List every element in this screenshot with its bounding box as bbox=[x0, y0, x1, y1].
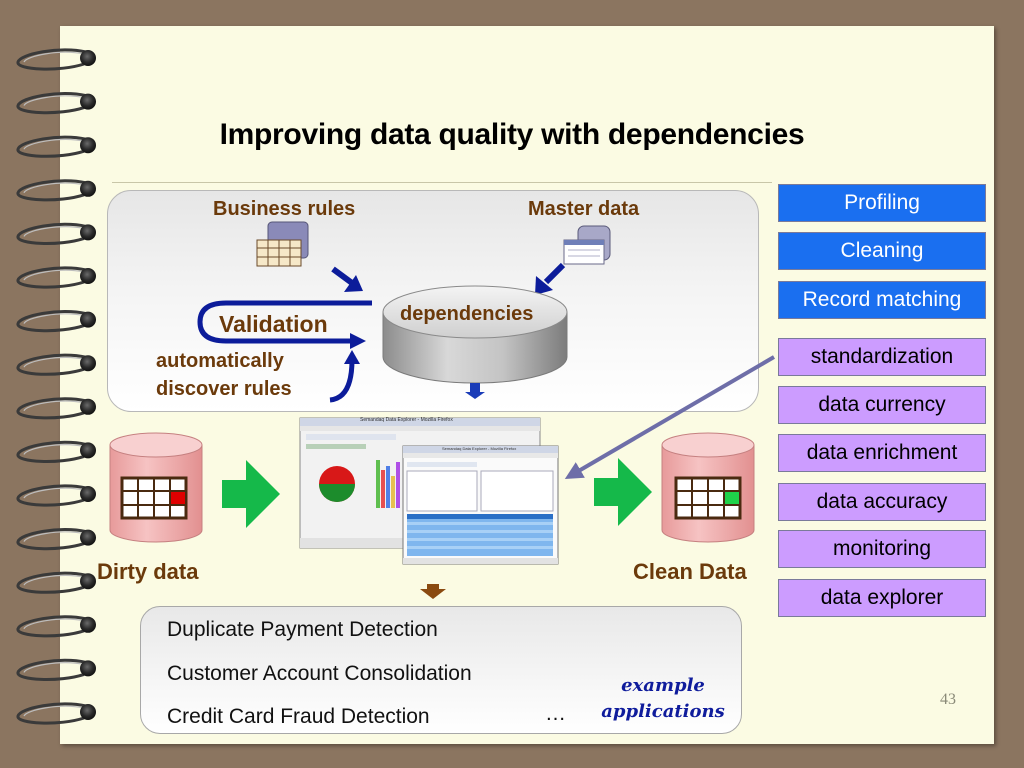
binding-ring bbox=[16, 571, 87, 594]
tag-standardization: standardization bbox=[778, 338, 986, 376]
spiral-binding bbox=[16, 48, 96, 725]
dependencies-down-arrow bbox=[465, 383, 485, 399]
tool-screenshot-front bbox=[402, 445, 559, 565]
screenshot-title-back: Semandaq Data Explorer - Mozilla Firefox bbox=[360, 417, 453, 423]
binding-ring bbox=[16, 310, 87, 333]
binding-hole bbox=[80, 704, 96, 720]
tag-label: Cleaning bbox=[840, 239, 924, 262]
validation-loop-arrow bbox=[197, 300, 372, 349]
application-item: Credit Card Fraud Detection bbox=[167, 705, 430, 728]
binding-ring bbox=[16, 440, 87, 463]
business-rules-arrow bbox=[331, 266, 363, 292]
business-rules-label: Business rules bbox=[213, 198, 356, 220]
clean-data-label: Clean Data bbox=[633, 559, 747, 584]
application-item: Duplicate Payment Detection bbox=[167, 618, 438, 641]
binding-ring bbox=[16, 658, 87, 681]
binding-hole bbox=[80, 311, 96, 328]
binding-ring bbox=[16, 92, 87, 115]
binding-hole bbox=[80, 50, 96, 66]
business-rules-table-icon bbox=[256, 221, 309, 267]
clean-data-cylinder bbox=[661, 432, 755, 543]
binding-hole bbox=[80, 93, 96, 110]
tag-monitoring: monitoring bbox=[778, 530, 986, 568]
binding-ring bbox=[16, 615, 87, 638]
binding-hole bbox=[80, 224, 96, 241]
tag-label: data explorer bbox=[820, 586, 944, 609]
discover-rules-line2: discover rules bbox=[156, 378, 292, 400]
tag-data-accuracy: data accuracy bbox=[778, 483, 986, 521]
binding-ring bbox=[16, 484, 87, 507]
binding-hole bbox=[80, 137, 96, 154]
tag-label: Record matching bbox=[802, 288, 962, 311]
binding-ring bbox=[16, 222, 87, 245]
binding-hole bbox=[80, 355, 96, 372]
tag-data-explorer: data explorer bbox=[778, 579, 986, 617]
tag-label: standardization bbox=[810, 345, 954, 368]
tag-record-matching: Record matching bbox=[778, 281, 986, 319]
screenshot-title-front: Semandaq Data Explorer - Mozilla Firefox bbox=[442, 446, 517, 451]
binding-hole bbox=[80, 529, 96, 546]
application-item: Customer Account Consolidation bbox=[167, 662, 472, 685]
dirty-to-tool-arrow bbox=[222, 460, 280, 528]
explorer-link-arrow bbox=[564, 355, 776, 480]
applications-ellipsis: … bbox=[545, 702, 566, 725]
tag-label: monitoring bbox=[832, 537, 932, 560]
tool-to-clean-arrow bbox=[594, 458, 652, 526]
applications-panel bbox=[140, 606, 742, 734]
binding-hole bbox=[80, 660, 96, 677]
tag-label: Profiling bbox=[844, 191, 920, 214]
binding-ring bbox=[16, 179, 87, 202]
tag-profiling: Profiling bbox=[778, 184, 986, 222]
title-divider bbox=[112, 182, 772, 183]
binding-hole bbox=[80, 573, 96, 590]
slide-title: Improving data quality with dependencies bbox=[219, 118, 805, 151]
discover-rules-line1: automatically bbox=[156, 350, 284, 372]
binding-ring bbox=[16, 528, 87, 551]
binding-ring bbox=[16, 353, 87, 376]
binding-hole bbox=[80, 398, 96, 415]
applications-down-arrow bbox=[420, 584, 446, 599]
binding-ring bbox=[16, 397, 87, 420]
binding-hole bbox=[80, 616, 96, 633]
example-line1: example bbox=[621, 675, 705, 696]
tag-label: data currency bbox=[818, 393, 946, 416]
validation-label: Validation bbox=[219, 311, 328, 337]
dirty-data-label: Dirty data bbox=[97, 559, 199, 584]
binding-hole bbox=[80, 486, 96, 502]
dirty-data-cylinder bbox=[109, 432, 203, 543]
dependencies-label: dependencies bbox=[400, 303, 534, 325]
binding-hole bbox=[80, 180, 96, 197]
tag-label: data accuracy bbox=[816, 490, 948, 513]
tag-data-currency: data currency bbox=[778, 386, 986, 424]
dependencies-cylinder bbox=[382, 285, 568, 384]
master-data-label: Master data bbox=[528, 198, 640, 220]
page-number: 43 bbox=[940, 691, 956, 708]
binding-ring bbox=[16, 702, 87, 725]
binding-hole bbox=[80, 268, 96, 284]
tag-cleaning: Cleaning bbox=[778, 232, 986, 270]
example-applications-label: example applications bbox=[598, 673, 728, 725]
master-data-arrow bbox=[535, 262, 566, 295]
discover-rules-arrow bbox=[329, 350, 360, 403]
binding-ring bbox=[16, 135, 87, 158]
binding-ring bbox=[16, 266, 87, 289]
binding-hole bbox=[80, 442, 96, 459]
example-line2: applications bbox=[601, 701, 725, 722]
tag-data-enrichment: data enrichment bbox=[778, 434, 986, 472]
tag-label: data enrichment bbox=[806, 441, 958, 464]
master-data-table-icon bbox=[563, 225, 611, 265]
binding-ring bbox=[16, 48, 87, 71]
